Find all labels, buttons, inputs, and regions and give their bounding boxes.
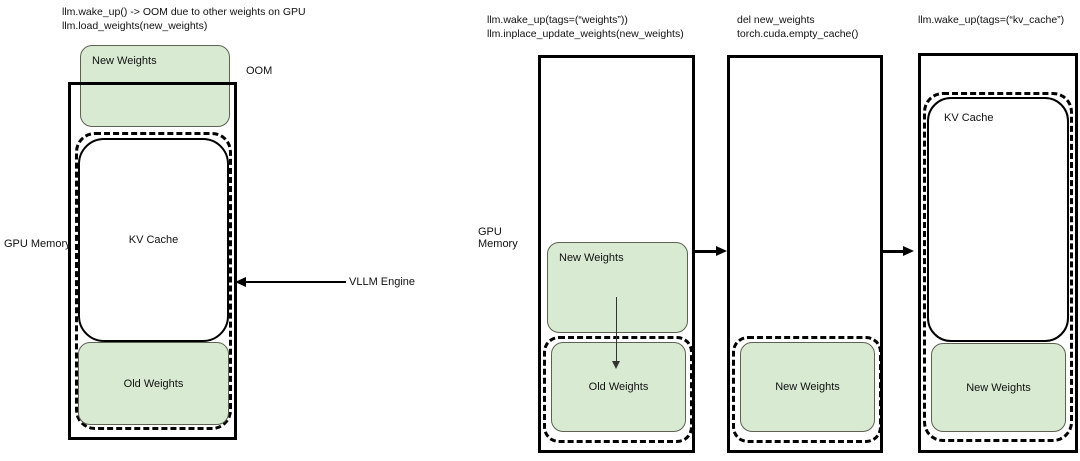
step1-new-weights-label: New Weights [559, 252, 624, 264]
kv-cache-box-label: KV Cache [128, 234, 179, 246]
old-weights-box: Old Weights [78, 342, 229, 425]
vllm-engine-dashed-region [75, 132, 232, 430]
arrow-right-icon [903, 246, 914, 256]
arrow-right-icon [716, 246, 727, 256]
left-caption-line1: llm.wake_up() -> OOM due to other weight… [62, 6, 306, 18]
gpu-memory-label-right: GPU Memory [478, 226, 518, 250]
arrow-left-icon [235, 276, 246, 287]
step1-gpu-rect [538, 55, 695, 453]
step1-sleep-dashed-region [543, 336, 693, 443]
step3-kv-cache-box: KV Cache [927, 97, 1069, 342]
step2-caption-line1: del new_weights [737, 14, 815, 26]
step2-new-weights-label: New Weights [775, 381, 840, 393]
step3-kv-cache-label: KV Cache [944, 112, 994, 124]
step2-new-weights-box: New Weights [740, 342, 875, 432]
step1-to-step2-arrow-line [695, 250, 717, 253]
step3-gpu-rect [918, 53, 1078, 453]
step3-new-weights-label: New Weights [966, 381, 1031, 394]
weight-update-arrow-line [616, 297, 617, 361]
oom-label: OOM [246, 65, 273, 77]
kv-cache-box: KV Cache [78, 138, 229, 342]
left-caption: llm.wake_up() -> OOM due to other weight… [62, 5, 306, 33]
step3-caption-line1: llm.wake_up(tags=(“kv_cache”) [918, 14, 1065, 26]
gpu-memory-rect [68, 82, 237, 440]
vllm-engine-arrow-line [245, 281, 346, 283]
step3-caption: llm.wake_up(tags=(“kv_cache”) [918, 13, 1064, 27]
vllm-engine-label: VLLM Engine [349, 276, 416, 288]
old-weights-box-label: Old Weights [123, 377, 184, 390]
step2-gpu-rect [727, 55, 883, 453]
new-weights-box-label: New Weights [92, 55, 157, 67]
step1-caption: llm.wake_up(tags=(“weights”)) llm.inplac… [487, 13, 684, 41]
new-weights-box: New Weights [80, 45, 230, 127]
step3-new-weights-box: New Weights [931, 343, 1066, 432]
gpu-memory-label-right-line1: GPU [478, 226, 502, 238]
step1-old-weights-box: Old Weights [551, 342, 686, 432]
step2-caption-line2: torch.cuda.empty_cache() [737, 28, 859, 40]
left-caption-line2: llm.load_weights(new_weights) [62, 20, 208, 32]
gpu-memory-label-right-line2: Memory [478, 238, 518, 250]
step1-old-weights-label: Old Weights [588, 381, 649, 393]
arrow-down-icon [612, 361, 620, 369]
step3-wake-dashed-region [923, 92, 1073, 442]
step1-new-weights-box: New Weights [547, 242, 688, 333]
step2-caption: del new_weights torch.cuda.empty_cache() [737, 13, 858, 41]
step1-caption-line1: llm.wake_up(tags=(“weights”)) [487, 14, 628, 26]
step1-caption-line2: llm.inplace_update_weights(new_weights) [487, 28, 684, 40]
gpu-memory-label: GPU Memory [4, 238, 71, 250]
step2-to-step3-arrow-line [883, 250, 904, 253]
